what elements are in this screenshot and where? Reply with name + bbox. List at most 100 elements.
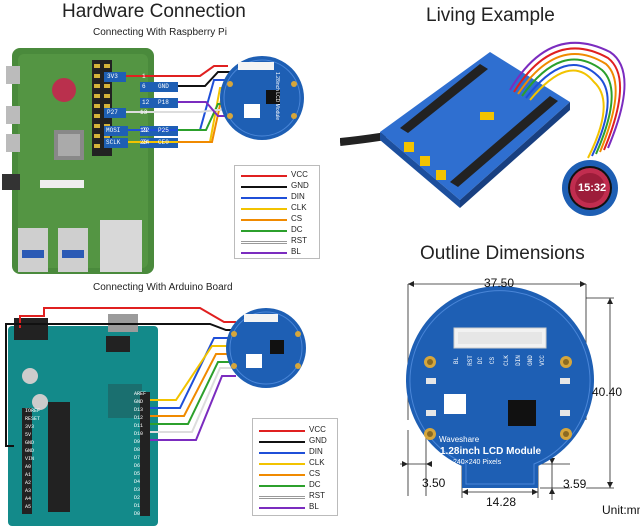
pin-3v3-label: 3V3	[107, 73, 118, 80]
usb-cable	[340, 132, 387, 146]
arduino-pin-d2: D2	[134, 495, 141, 501]
arduino-power-pins: IOREF RESET 3V3 5V GND GND VIN A0 A1 A2 …	[25, 408, 47, 512]
pi-subtitle: Connecting With Raspberry Pi	[93, 27, 227, 38]
usb-c-port	[6, 66, 20, 84]
module-pin-bl: BL	[453, 356, 461, 365]
pin-number-13: 13	[140, 109, 148, 116]
small-module-label: 1.28inch LCD Module	[274, 72, 280, 121]
arduino-pin-d11: D11	[134, 423, 144, 429]
wire-din	[128, 79, 232, 131]
wire-vcc	[126, 65, 228, 77]
arduino-pin-d3: D3	[134, 487, 141, 493]
arduino-pin-gnd-1: GND	[25, 440, 35, 446]
module-pin-gnd: GND	[526, 355, 534, 366]
arduino-pin-a2: A2	[25, 480, 32, 486]
legend-dc-label: DC	[291, 225, 303, 234]
arduino-pin-d6: D6	[134, 463, 141, 469]
module-pin-din: DIN	[514, 355, 522, 366]
pin-p25-label: P25	[158, 127, 169, 134]
display-time-text: 15:32	[578, 182, 607, 194]
arduino-pin-3v3: 3V3	[25, 424, 35, 430]
arduino-pin-d9: D9	[134, 439, 141, 445]
power-header	[22, 408, 32, 514]
legend-rst-swatch	[241, 241, 287, 244]
module-name-text: 1.28inch LCD Module	[440, 446, 542, 457]
outline-dimension-drawing	[400, 281, 614, 500]
arduino-wire-din	[150, 337, 236, 409]
pin-number-6: 6	[142, 83, 146, 90]
hdmi-port-1	[6, 106, 20, 124]
arduino-pin-a1: A1	[25, 472, 32, 478]
dimension-bottom-offset: 3.59	[563, 477, 587, 491]
legend-vcc-swatch	[241, 175, 287, 177]
arduino-pin-ioref: IOREF	[25, 408, 41, 414]
arduino-wire-cs	[150, 353, 236, 417]
legend-vcc-label: VCC	[291, 170, 308, 179]
ethernet-port	[100, 220, 142, 272]
arduino-pin-d8: D8	[134, 447, 141, 453]
module-pin-clk: CLK	[502, 355, 510, 366]
module-pin-dc: DC	[477, 356, 485, 365]
legend-rst-label: RST	[291, 236, 307, 245]
arduino-legend-din-swatch	[259, 452, 305, 454]
pin-number-22: 22	[142, 127, 150, 134]
arduino-pin-d0: D0	[134, 511, 141, 517]
legend-din-label: DIN	[291, 192, 305, 201]
pin-sclk-label: SCLK	[106, 139, 121, 146]
pin-number-19: 19	[140, 127, 148, 134]
dimension-width: 37.50	[484, 276, 515, 290]
arduino-pin-gnd: GND	[134, 399, 144, 405]
legend-gnd-swatch	[241, 186, 287, 188]
module-brand-text: Waveshare	[439, 435, 480, 444]
atmega-chip	[48, 402, 70, 512]
module-pin-rst: RST	[466, 355, 474, 366]
arduino-pin-vin: VIN	[25, 456, 35, 462]
outline-dimensions-title: Outline Dimensions	[420, 243, 585, 264]
legend-cs-swatch	[241, 219, 287, 221]
dimension-left-offset: 3.50	[422, 476, 446, 490]
arduino-legend-dc-swatch	[259, 485, 305, 487]
pin-p27-label: P27	[107, 109, 118, 116]
lcd-module-small	[220, 56, 304, 140]
arduino-pin-a5: A5	[25, 504, 32, 510]
arduino-legend-clk-label: CLK	[309, 458, 325, 467]
dimension-bottom-width: 14.28	[486, 495, 517, 509]
arduino-board	[8, 326, 158, 526]
arduino-subtitle: Connecting With Arduino Board	[93, 282, 233, 293]
driver-chip	[508, 400, 536, 426]
arduino-pin-d1: D1	[134, 503, 141, 509]
dimension-unit: Unit:mm	[602, 503, 640, 517]
wire-gnd	[178, 71, 232, 87]
arduino-legend-vcc-swatch	[259, 430, 305, 432]
module-pixels-text: 240×240 Pixels	[453, 459, 502, 466]
lcd-module-outline	[406, 286, 594, 488]
capacitor-1	[22, 368, 38, 384]
arduino-pin-aref: AREF	[134, 391, 147, 397]
pin-number-23: 23	[140, 139, 148, 146]
pin-gnd-label: GND	[158, 83, 169, 90]
arduino-legend-cs-label: CS	[309, 469, 321, 478]
dimension-height: 40.40	[592, 385, 623, 399]
arduino-legend-gnd-swatch	[259, 441, 305, 443]
pin-p18-label: P18	[158, 99, 169, 106]
arduino-wire-dc	[150, 361, 236, 425]
arduino-pin-a0: A0	[25, 464, 32, 470]
legend-cs-label: CS	[291, 214, 303, 223]
arduino-legend-rst-swatch	[259, 496, 305, 499]
arduino-wire-gnd	[5, 323, 236, 447]
pin-ce0-label: CE0	[158, 139, 169, 146]
arduino-legend-cs-swatch	[259, 474, 305, 476]
legend-gnd-label: GND	[291, 181, 309, 190]
arduino-legend-rst-label: RST	[309, 491, 325, 500]
capacitor-2	[32, 394, 48, 410]
arduino-wire-vcc	[19, 307, 236, 328]
pin-number-24: 24	[142, 139, 150, 146]
arduino-digital-pins: AREF GND D13 D12 D11 D10 D9 D8 D7 D6 D5 …	[134, 391, 158, 519]
arduino-pin-d13: D13	[134, 407, 144, 413]
legend-bl-label: BL	[291, 247, 301, 256]
legend-din-swatch	[241, 197, 287, 199]
arduino-legend-dc-label: DC	[309, 480, 321, 489]
living-example-title: Living Example	[426, 5, 555, 26]
pin-number-1: 1	[142, 73, 146, 80]
camera-connector	[40, 180, 84, 188]
